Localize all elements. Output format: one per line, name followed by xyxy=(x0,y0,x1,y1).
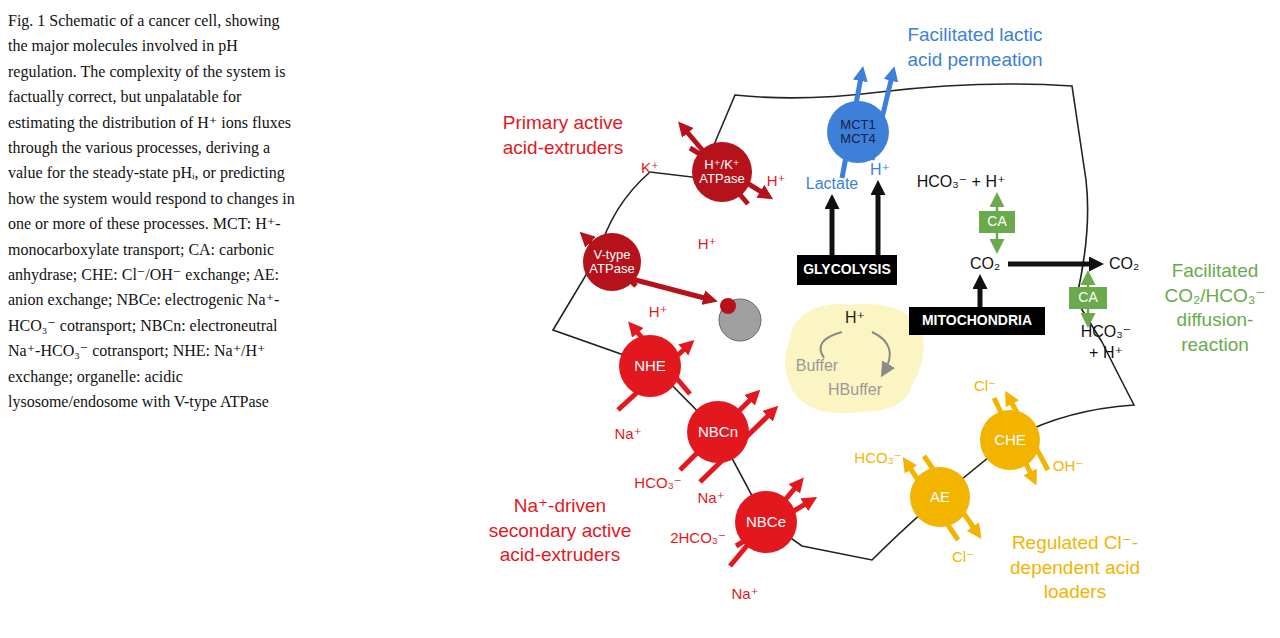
process-box: CA xyxy=(979,211,1015,233)
figure-caption: Fig. 1 Schematic of a cancer cell, showi… xyxy=(8,8,300,415)
ion-label: HCO₃⁻ xyxy=(634,473,681,493)
process-name: CA xyxy=(1078,290,1097,305)
ion-label: Na⁺ xyxy=(614,424,641,444)
flux-arrow xyxy=(978,280,983,308)
process-box: CA xyxy=(1069,287,1107,309)
ion-label: CO₂ xyxy=(1109,254,1139,275)
group-heading: HCO₃⁻ + H⁺ xyxy=(1077,322,1135,364)
transporter-name: AE xyxy=(930,489,950,506)
circle-fill xyxy=(619,335,681,397)
flux-arrow xyxy=(1008,262,1098,267)
flux-arrow xyxy=(830,200,835,256)
group-heading: Na⁺-driven secondary active acid-extrude… xyxy=(478,494,643,568)
buffer-region xyxy=(785,304,924,413)
flux-arrow xyxy=(680,394,756,470)
ion-label: H⁺ xyxy=(767,171,786,191)
ion-label: Na⁺ xyxy=(697,488,724,508)
transporter-circle: NHE xyxy=(619,335,681,397)
ion-label: Na⁺ xyxy=(731,584,758,604)
group-heading: Facilitated CO₂/HCO₃⁻ diffusion-reaction xyxy=(1151,259,1279,358)
buffer-arrow xyxy=(872,332,890,372)
circle-fill xyxy=(827,101,889,163)
transporter-circle: CHE xyxy=(980,410,1040,470)
transporter-circle: V-type ATPase xyxy=(583,233,641,291)
transporter-circle: NBCn xyxy=(687,401,749,463)
buffer-region-node: H⁺ BufferHBuffer xyxy=(780,298,930,418)
circle-fill xyxy=(910,467,970,527)
flux-arrow xyxy=(876,186,881,256)
ion-label: Cl⁻ xyxy=(952,547,974,567)
group-heading: Facilitated lactic acid permeation xyxy=(888,23,1063,72)
buffer-arrow xyxy=(821,332,842,358)
transporter-name: NBCe xyxy=(746,514,786,531)
process-name: GLYCOLYSIS xyxy=(803,262,891,277)
ion-label: HCO₃⁻ xyxy=(854,448,901,468)
transporter-circle: H⁺/K⁺ ATPase xyxy=(692,142,752,202)
transporter-name: NHE xyxy=(634,358,666,375)
group-heading: Primary active acid-extruders xyxy=(488,111,638,160)
flux-arrow xyxy=(730,482,800,566)
ion-label: CO₂ xyxy=(970,254,1000,275)
transporter-name: H⁺/K⁺ ATPase xyxy=(698,158,746,187)
ion-label: H⁺ xyxy=(698,234,717,254)
ion-label: Lactate xyxy=(806,174,858,195)
proton-dot xyxy=(720,298,736,314)
ion-label: H⁺ xyxy=(649,302,668,322)
transporter-circle: MCT1 MCT4 xyxy=(827,101,889,163)
buffer-text: Buffer xyxy=(796,357,838,375)
circle-fill xyxy=(687,401,749,463)
transporter-circle: NBCe xyxy=(735,491,797,553)
circle-fill xyxy=(583,233,641,291)
process-box: MITOCHONDRIA xyxy=(909,307,1045,335)
ion-label: Cl⁻ xyxy=(974,376,996,396)
transporter-circle: AE xyxy=(910,467,970,527)
organelle xyxy=(719,299,761,341)
circle-fill xyxy=(735,491,797,553)
circle-fill xyxy=(980,410,1040,470)
buffer-text: HBuffer xyxy=(828,381,882,399)
ion-label: 2HCO₃⁻ xyxy=(670,528,726,548)
transporter-name: NBCn xyxy=(698,424,738,441)
buffer-text: H⁺ xyxy=(845,309,865,327)
process-box: GLYCOLYSIS xyxy=(797,255,897,285)
circle-fill xyxy=(692,142,752,202)
process-name: CA xyxy=(987,214,1006,229)
ion-label: OH⁻ xyxy=(1053,456,1083,476)
ion-label: HCO₃⁻ + H⁺ xyxy=(917,172,1006,193)
group-heading: Regulated Cl⁻-dependent acid loaders xyxy=(1000,531,1150,605)
cell-membrane xyxy=(553,84,1134,560)
transporter-name: MCT1 MCT4 xyxy=(833,118,883,147)
transporter-name: V-type ATPase xyxy=(589,248,635,277)
transporter-name: CHE xyxy=(994,432,1026,449)
process-name: MITOCHONDRIA xyxy=(922,313,1032,328)
flux-arrow xyxy=(628,278,712,300)
ion-label: H⁺ xyxy=(870,160,890,181)
ion-label: K⁺ xyxy=(641,158,659,178)
